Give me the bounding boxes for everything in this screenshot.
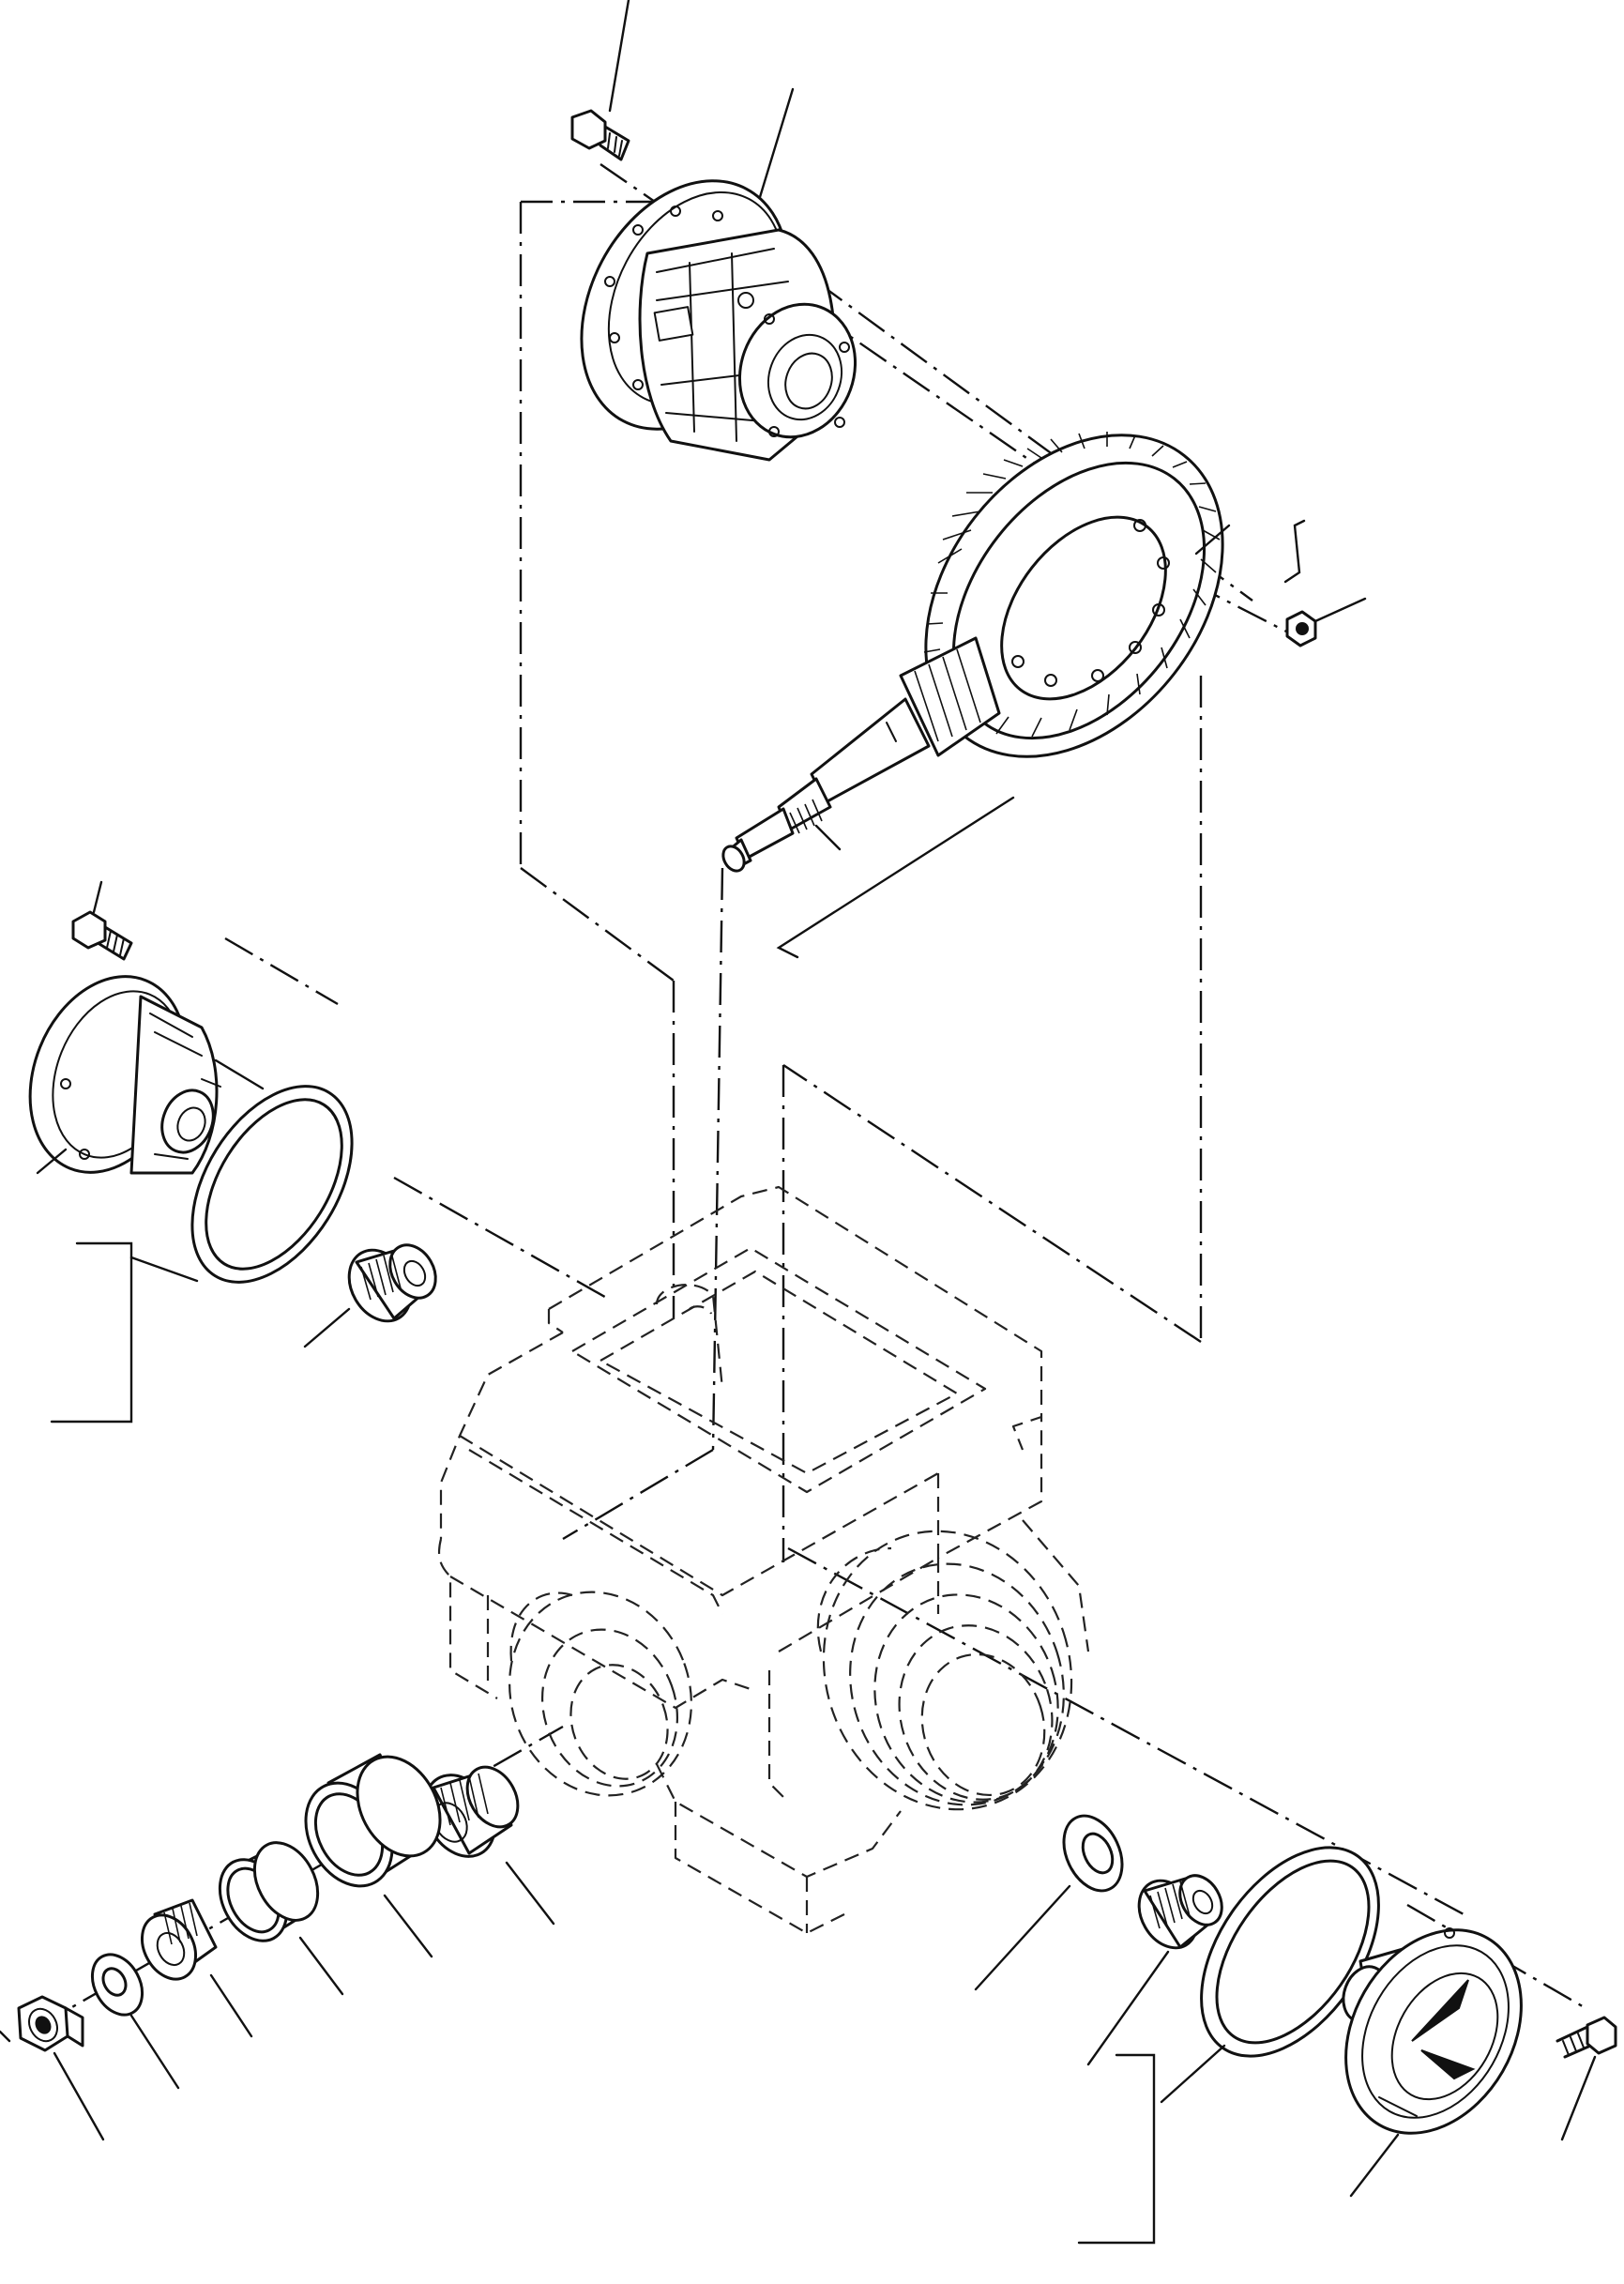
- pinion-shaft: [721, 636, 1001, 873]
- bearing-cone-small: [140, 1898, 218, 1981]
- washer: [90, 1953, 144, 2017]
- leader-bolt-left: [92, 880, 103, 914]
- bracket-shim-right: [1077, 2053, 1156, 2245]
- leader-nut: [1313, 597, 1367, 623]
- bolt-right: [1556, 2016, 1617, 2059]
- leader-shim-right: [1160, 2044, 1226, 2104]
- leader-bolt-right: [1560, 2055, 1597, 2141]
- bearing-housing-left: [28, 975, 221, 1175]
- leader-washer-right: [974, 1884, 1071, 1991]
- leader-pinion-cone: [505, 1861, 555, 1926]
- bolt-top: [570, 109, 630, 161]
- leader-bolt-top: [608, 0, 630, 113]
- bearing-left: [347, 1243, 437, 1323]
- leader-bearing-left: [303, 1307, 351, 1348]
- bearing-cup-small: [218, 1841, 320, 1942]
- bracket-shim-left: [50, 1241, 133, 1424]
- bolt-left: [71, 910, 133, 961]
- bearing-right: [1137, 1874, 1223, 1950]
- leader-housing-left: [214, 1058, 265, 1090]
- bearing-cup: [304, 1753, 442, 1888]
- leader-shim-left: [129, 1256, 199, 1283]
- bearing-housing-right: [1342, 1927, 1523, 2135]
- differential-case: [580, 179, 858, 462]
- leader-bearing-cup-small: [298, 1936, 344, 1996]
- ring-gear: [923, 432, 1224, 758]
- leader-housing-right: [1349, 2133, 1400, 2198]
- transaxle-housing: [437, 1185, 1090, 1935]
- leader-bearing-cup: [383, 1894, 433, 1958]
- leader-lock-nut: [53, 2051, 105, 2141]
- leader-pinion-bracket: [776, 796, 1015, 959]
- leader-washer: [129, 2014, 180, 2090]
- shim-left: [190, 1085, 354, 1284]
- leader-bearing-right: [1086, 1950, 1170, 2066]
- lock-nut: [17, 1995, 84, 2052]
- leader-nut-bracket: [1283, 519, 1306, 584]
- pinion-bearing-cone: [423, 1765, 520, 1858]
- leader-bearing-cone-small: [209, 1973, 253, 2038]
- leader-lock-nut-2: [0, 2030, 11, 2043]
- nut-right-top: [1285, 610, 1317, 647]
- leader-housing-left-2: [36, 1148, 68, 1175]
- leader-differential-case: [758, 87, 795, 199]
- washer-right: [1062, 1814, 1124, 1893]
- leader-pinion-shaft: [814, 824, 842, 851]
- leader-ring-gear: [1194, 524, 1231, 556]
